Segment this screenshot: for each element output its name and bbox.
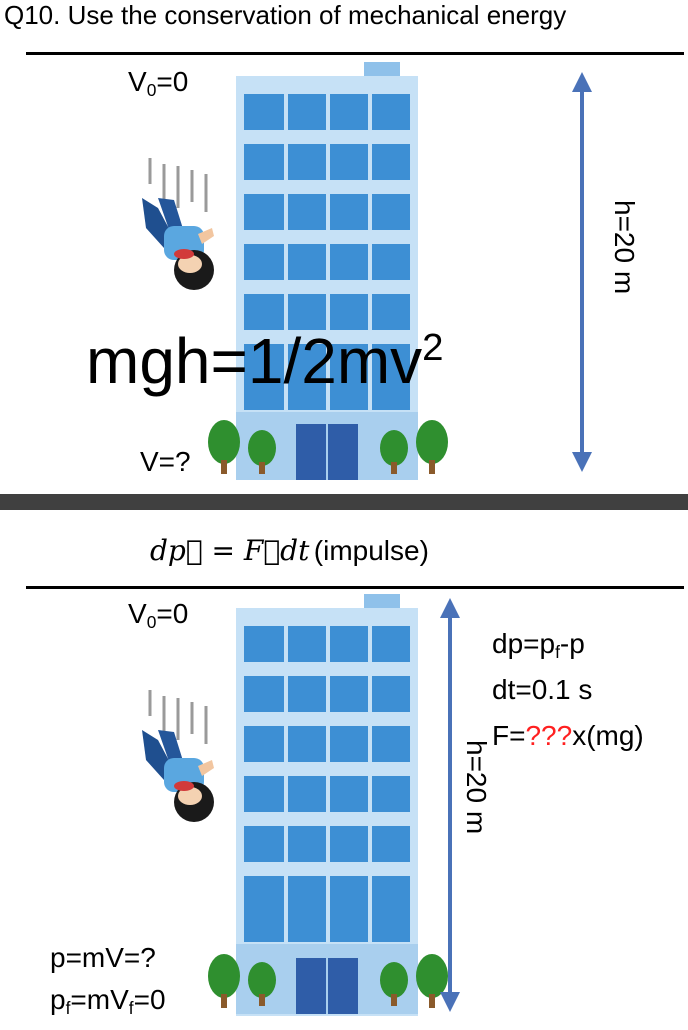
initial-momentum-line: p=mV=? [50, 942, 156, 973]
tree-icon [248, 430, 276, 474]
falling-person-icon [142, 158, 214, 290]
final-velocity-label: V=? [140, 446, 191, 477]
question-title: Q10. Use the conservation of mechanical … [4, 0, 567, 30]
final-momentum-line: pf=mVf=0 [50, 984, 166, 1018]
heading-underline [26, 586, 684, 589]
time-interval-line: dt=0.1 s [492, 674, 593, 705]
tree-icon [208, 954, 240, 1008]
double-arrow-icon [572, 72, 592, 472]
impulse-heading: dp⃗ = F⃗dt (impulse) [150, 534, 429, 567]
height-label: h=20 m [609, 200, 640, 295]
tree-icon [380, 962, 408, 1006]
height-label: h=20 m [461, 740, 492, 835]
force-line: F=???x(mg) [492, 720, 644, 751]
energy-equation: mgh=1/2mv2 [86, 325, 444, 397]
section-divider [0, 494, 688, 510]
tree-icon [416, 420, 448, 474]
tree-icon [380, 430, 408, 474]
title-underline [26, 52, 684, 55]
double-arrow-icon [440, 598, 460, 1012]
initial-velocity-label: V0=0 [128, 598, 189, 632]
tree-icon [248, 962, 276, 1006]
building-icon [236, 594, 418, 1016]
building-icon [236, 62, 418, 480]
falling-person-icon [142, 690, 214, 822]
initial-velocity-label: V0=0 [128, 66, 189, 100]
tree-icon [208, 420, 240, 474]
tree-icon [416, 954, 448, 1008]
momentum-change-line: dp=pf-p [492, 628, 585, 662]
